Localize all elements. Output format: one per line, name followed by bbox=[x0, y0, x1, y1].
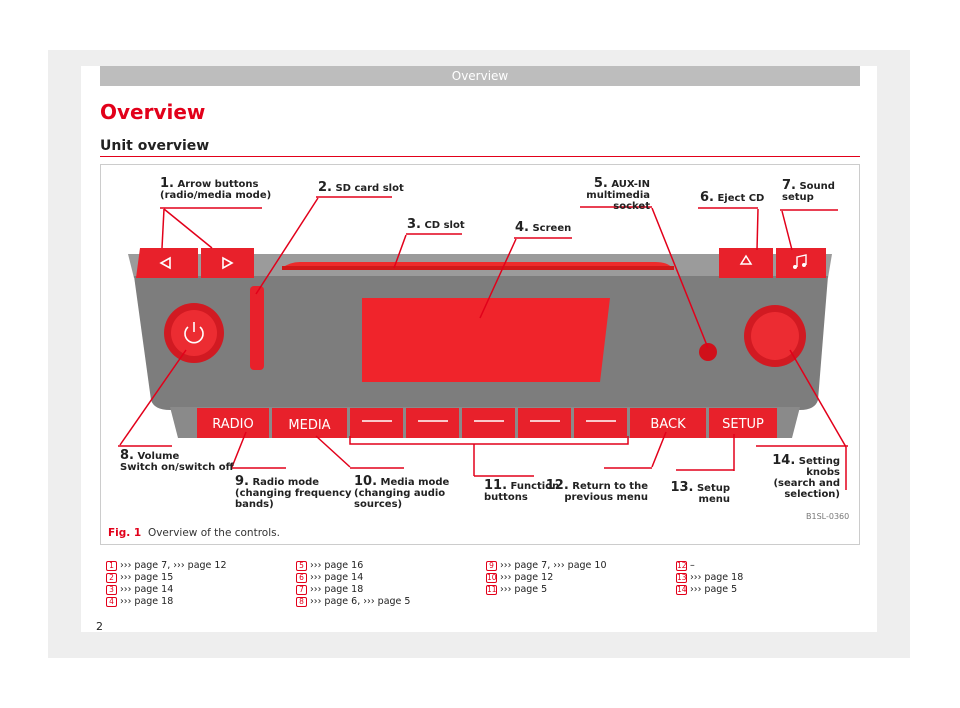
eject-icon bbox=[739, 254, 753, 265]
callout-1: 1. Arrow buttons(radio/media mode) bbox=[160, 176, 272, 201]
reference-item: 10››› page 12 bbox=[486, 572, 554, 583]
reference-item: 12– bbox=[676, 560, 695, 571]
back-button bbox=[630, 408, 706, 438]
image-code: B1SL-0360 bbox=[806, 512, 850, 521]
reference-column-4: 12– 13››› page 18 14››› page 5 bbox=[676, 560, 743, 596]
note-icon bbox=[796, 254, 807, 267]
reference-item: 2››› page 15 bbox=[106, 572, 227, 584]
aux-in-socket bbox=[699, 343, 717, 361]
reference-item: 13››› page 18 bbox=[676, 572, 744, 583]
radio-button bbox=[197, 408, 269, 438]
function-button-2 bbox=[406, 408, 459, 438]
setup-button-label: SETUP bbox=[722, 417, 764, 432]
leader-lines bbox=[118, 196, 848, 490]
figure-caption: Fig. 1 Overview of the controls. bbox=[108, 527, 280, 539]
reference-column-1: 1››› page 7, ››› page 12 2››› page 15 3›… bbox=[106, 560, 227, 608]
arrow-right-button bbox=[201, 248, 254, 278]
reference-item: 1››› page 7, ››› page 12 bbox=[106, 560, 227, 572]
reference-item: 3››› page 14 bbox=[106, 584, 227, 596]
header-bar: Overview bbox=[100, 66, 860, 86]
reference-item: 7››› page 18 bbox=[296, 584, 410, 596]
function-button-3 bbox=[462, 408, 515, 438]
screen bbox=[362, 298, 610, 382]
media-button bbox=[272, 408, 347, 438]
callout-4: 4. Screen bbox=[515, 220, 572, 235]
reference-column-3: 9››› page 7, ››› page 10 10››› page 12 1… bbox=[486, 560, 607, 596]
sound-button bbox=[776, 248, 826, 278]
page-number: 2 bbox=[96, 620, 103, 633]
setup-button bbox=[709, 408, 777, 438]
page-title: Overview bbox=[100, 100, 206, 124]
arrow-left-icon bbox=[159, 256, 171, 270]
arrow-left-button bbox=[136, 248, 198, 278]
callout-3: 3. CD slot bbox=[407, 217, 465, 232]
radio-button-label: RADIO bbox=[212, 417, 254, 432]
reference-item: 6››› page 14 bbox=[296, 572, 410, 584]
reference-item: 9››› page 7, ››› page 10 bbox=[486, 560, 607, 572]
section-title: Unit overview bbox=[100, 138, 210, 154]
callout-6: 6. Eject CD bbox=[700, 190, 765, 205]
function-button-1 bbox=[350, 408, 403, 438]
reference-item: 5››› page 16 bbox=[296, 560, 410, 572]
section-divider bbox=[100, 156, 860, 157]
power-icon bbox=[184, 326, 204, 344]
sd-card-slot bbox=[250, 286, 264, 370]
reference-item: 14››› page 5 bbox=[676, 584, 738, 595]
arrow-right-icon bbox=[222, 256, 234, 270]
reference-item: 8››› page 6, ››› page 5 bbox=[296, 596, 410, 608]
media-button-label: MEDIA bbox=[288, 418, 331, 433]
function-button-4 bbox=[518, 408, 571, 438]
reference-item: 11››› page 5 bbox=[486, 584, 548, 595]
callout-2: 2. SD card slot bbox=[318, 180, 404, 195]
reference-column-2: 5››› page 16 6››› page 14 7››› page 18 8… bbox=[296, 560, 410, 608]
eject-button bbox=[719, 248, 773, 278]
reference-item: 4››› page 18 bbox=[106, 596, 227, 608]
cd-slot-shadow bbox=[282, 266, 674, 270]
function-button-5 bbox=[574, 408, 627, 438]
back-button-label: BACK bbox=[650, 417, 686, 432]
